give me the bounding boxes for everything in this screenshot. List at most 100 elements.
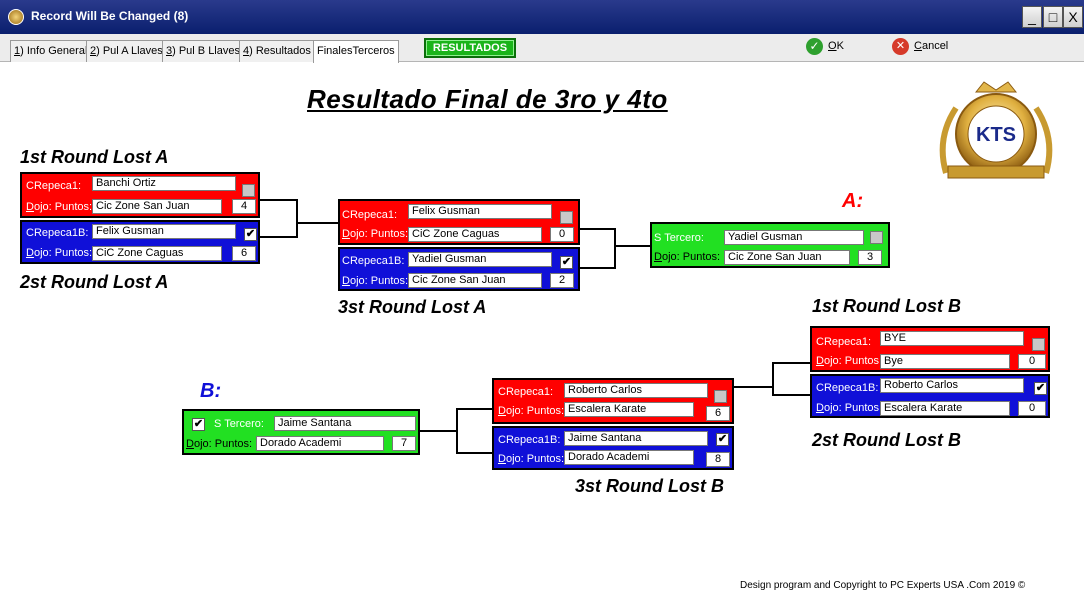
winner-checkbox[interactable]: ✔ [716,433,729,446]
competitor-name-field[interactable]: Jaime Santana [564,431,708,446]
label-b: B: [200,380,222,402]
tab-resultados[interactable]: 4) Resultados [239,40,315,62]
page-title: Resultado Final de 3ro y 4to [307,84,668,114]
dojo-label: ojo: Puntos: [661,251,721,263]
label-2st-round-lost-b: 2st Round Lost B [812,430,961,450]
tab-finales-terceros[interactable]: FinalesTerceros [313,40,399,63]
bracket-b-third-place-box: ✔ S Tercero: Jaime Santana Dojo: Puntos:… [182,409,420,455]
third-place-name-field[interactable]: Yadiel Gusman [724,230,864,245]
points-field[interactable]: 6 [706,406,730,421]
connector-line [420,430,458,432]
points-field[interactable]: 6 [232,246,256,261]
dojo-field[interactable]: CiC Zone Caguas [92,246,222,261]
competitor-name-field[interactable]: Banchi Ortiz [92,176,236,191]
tab-label: ) Info General [20,45,88,57]
window-title: Record Will Be Changed (8) [31,9,189,23]
check-circle-icon: ✓ [806,38,823,55]
winner-checkbox[interactable] [560,211,573,224]
competitor-name-field[interactable]: Roberto Carlos [880,378,1024,393]
ok-button[interactable]: ✓OK [806,38,844,56]
tab-hotkey: 3 [166,45,173,57]
winner-checkbox[interactable] [1032,338,1045,351]
x-circle-icon: ✕ [892,38,909,55]
maximize-button[interactable]: □ [1043,6,1063,28]
dojo-label: ojo: Puntos: [349,275,409,287]
connector-line [580,228,616,230]
connector-line [456,408,492,410]
third-place-checkbox[interactable] [870,231,883,244]
winner-checkbox[interactable]: ✔ [244,228,257,241]
winner-checkbox[interactable] [242,184,255,197]
competitor-name-field[interactable]: Felix Gusman [408,204,552,219]
points-field[interactable]: 0 [1018,401,1046,416]
tab-info-general[interactable]: 1) Info General [10,40,92,62]
dojo-hotkey: D [26,247,34,259]
third-place-name-field[interactable]: Jaime Santana [274,416,416,431]
winner-checkbox[interactable] [714,390,727,403]
competitor-label: CRepeca1B: [342,255,405,267]
third-place-checkbox[interactable]: ✔ [192,418,205,431]
bracket-a-round1-box: CRepeca1: Banchi Ortiz Dojo: Puntos: Cic… [20,172,260,218]
dojo-hotkey: D [654,251,662,263]
dojo-label: ojo: Puntos: [505,453,565,465]
points-field[interactable]: 8 [706,452,730,467]
points-field[interactable]: 2 [550,273,574,288]
dojo-field[interactable]: Cic Zone San Juan [724,250,850,265]
points-field[interactable]: 3 [858,250,882,265]
dojo-hotkey: D [816,402,824,414]
competitor-name-field[interactable]: Roberto Carlos [564,383,708,398]
connector-line [772,394,810,396]
tab-label: FinalesTerceros [317,45,395,57]
points-field[interactable]: 7 [392,436,416,451]
dojo-field[interactable]: Escalera Karate [564,402,694,417]
winner-checkbox[interactable]: ✔ [1034,382,1047,395]
dojo-field[interactable]: Escalera Karate [880,401,1010,416]
tab-pul-b-llaves[interactable]: 3) Pul B Llaves [162,40,244,62]
dojo-hotkey: D [498,453,506,465]
dojo-field[interactable]: Cic Zone San Juan [408,273,542,288]
dojo-field[interactable]: Bye [880,354,1010,369]
dojo-hotkey: D [816,355,824,367]
resultados-button[interactable]: RESULTADOS [424,38,516,58]
label-a: A: [842,190,864,212]
tab-pul-a-llaves[interactable]: 2) Pul A Llaves [86,40,167,62]
app-icon [8,9,24,25]
tab-hotkey: 4 [243,45,250,57]
dojo-hotkey: D [498,405,506,417]
cancel-button[interactable]: ✕Cancel [892,38,948,56]
kts-emblem-icon: KTS [926,78,1066,190]
copyright-footer: Design program and Copyright to PC Exper… [740,580,1026,591]
tab-hotkey: 2 [90,45,97,57]
competitor-label: CRepeca1B: [816,382,879,394]
label-1st-round-lost-a: 1st Round Lost A [20,147,169,167]
bracket-a-round2-box: CRepeca1B: Felix Gusman ✔ Dojo: Puntos: … [20,220,260,264]
connector-line [456,452,492,454]
competitor-name-field[interactable]: Felix Gusman [92,224,236,239]
competitor-name-field[interactable]: Yadiel Gusman [408,252,552,267]
connector-line [296,222,338,224]
dojo-field[interactable]: Cic Zone San Juan [92,199,222,214]
tab-label: ) Resultados [249,45,311,57]
dojo-field[interactable]: CiC Zone Caguas [408,227,542,242]
bracket-a-third-place-box: S Tercero: Yadiel Gusman Dojo: Puntos: C… [650,222,890,268]
bracket-b-round3-bottom-box: CRepeca1B: Jaime Santana ✔ Dojo: Puntos:… [492,426,734,470]
points-field[interactable]: 0 [1018,354,1046,369]
connector-line [296,199,298,238]
connector-line [772,362,774,396]
connector-line [260,199,298,201]
dojo-label: ojo: Puntos: [33,247,93,259]
third-place-label: S Tercero: [214,418,264,430]
points-field[interactable]: 4 [232,199,256,214]
bracket-b-round2-box: CRepeca1B: Roberto Carlos ✔ Dojo: Puntos… [810,374,1050,418]
minimize-button[interactable]: _ [1022,6,1042,28]
competitor-label: CRepeca1: [816,336,872,348]
dojo-field[interactable]: Dorado Academi [564,450,694,465]
competitor-name-field[interactable]: BYE [880,331,1024,346]
winner-checkbox[interactable]: ✔ [560,256,573,269]
connector-line [260,236,298,238]
connector-line [614,245,650,247]
dojo-field[interactable]: Dorado Academi [256,436,384,451]
close-button[interactable]: X [1063,6,1083,28]
points-field[interactable]: 0 [550,227,574,242]
